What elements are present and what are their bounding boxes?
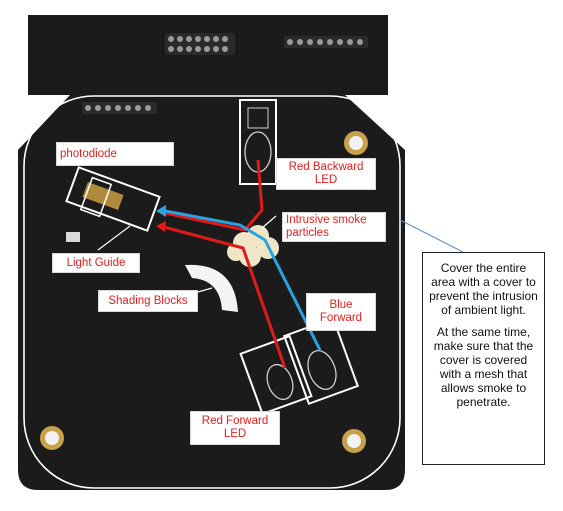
- leader-light-guide: [97, 225, 131, 251]
- red-ray-forward: [159, 224, 287, 369]
- label-red-forward-led: Red Forward LED: [190, 411, 280, 445]
- label-light-guide: Light Guide: [52, 253, 140, 273]
- leader-note: [399, 219, 464, 253]
- mounting-hole-bottom-left: [40, 426, 64, 450]
- cover-instruction-note: Cover the entire area with a cover to pr…: [422, 252, 545, 465]
- arrowhead-2: [156, 221, 166, 232]
- blue-ray-forward: [159, 208, 322, 351]
- pin-header-top-right: [284, 36, 368, 48]
- label-blue-forward: Blue Forward: [306, 293, 376, 331]
- pin-header-left: [82, 102, 157, 114]
- mounting-hole-top-right: [344, 131, 368, 155]
- leader-shading: [197, 287, 213, 293]
- label-red-backward-led: Red Backward LED: [276, 158, 376, 190]
- note-paragraph-2: At the same time, make sure that the cov…: [433, 325, 534, 409]
- label-photodiode: photodiode: [56, 142, 174, 166]
- photodiode-module: [65, 166, 161, 232]
- arrowhead-1: [156, 205, 166, 217]
- pin-header-top-left: [165, 33, 235, 55]
- smd-component: [66, 232, 80, 242]
- leader-smoke: [261, 215, 277, 229]
- note-paragraph-1: Cover the entire area with a cover to pr…: [429, 261, 538, 317]
- label-shading-blocks: Shading Blocks: [98, 290, 198, 312]
- shading-block: [185, 264, 238, 312]
- label-intrusive-smoke: Intrusive smoke particles: [282, 212, 386, 242]
- mounting-hole-bottom-right: [342, 429, 366, 453]
- cover-outline: [23, 95, 401, 489]
- red-forward-led: [239, 334, 313, 416]
- red-ray-backward: [159, 159, 264, 232]
